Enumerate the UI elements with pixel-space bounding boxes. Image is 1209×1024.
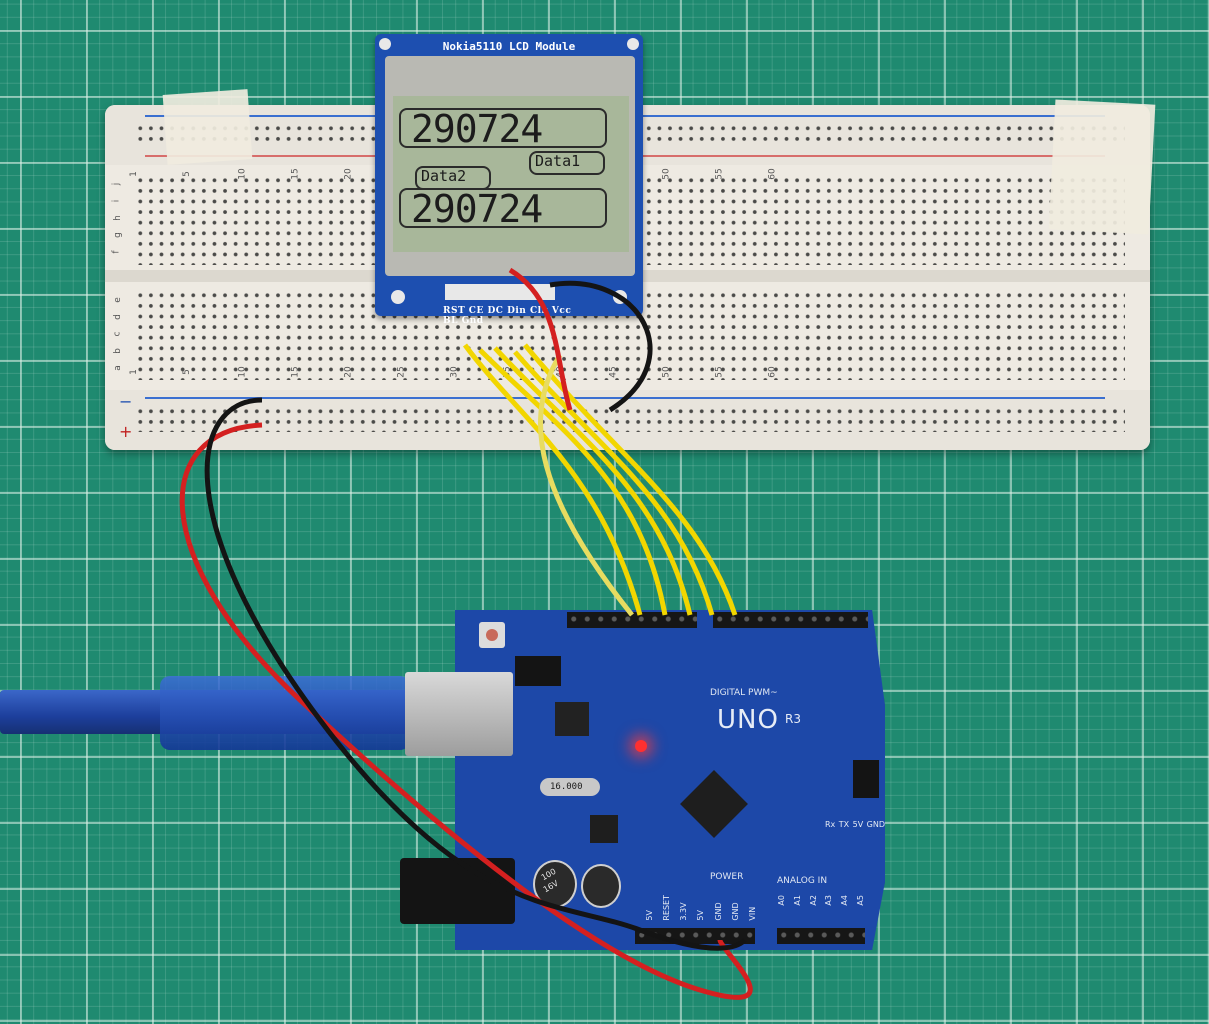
wire-black-gnd [549, 280, 653, 413]
lcd-label-data1: Data1 [535, 152, 581, 170]
regulator-chip [590, 815, 618, 843]
nokia5110-lcd-module: Nokia5110 LCD Module 290724 Data1 Data2 … [375, 34, 643, 326]
wire-yellow-6 [537, 353, 634, 617]
bottom-rail-holes [135, 406, 1125, 432]
icsp-header-main [853, 760, 879, 798]
power-led [635, 740, 647, 752]
lcd-pin-header [445, 284, 555, 300]
wire-yellow-2 [478, 348, 668, 616]
serial-pin-label: Rx [825, 820, 836, 829]
mount-hole-top-right [627, 38, 639, 50]
wire-red-power [179, 422, 753, 1000]
power-section-label: POWER [710, 872, 744, 882]
breadboard-bottom-rail: − + [105, 390, 1150, 450]
serial-pin-label: GND [866, 820, 885, 829]
wire-yellow-1 [462, 343, 643, 616]
lcd-label-data2: Data2 [421, 167, 467, 185]
lcd-label-box-1 [529, 151, 605, 175]
wire-yellow-5 [523, 343, 738, 616]
analog-section-label: ANALOG IN [777, 876, 828, 886]
mount-hole-top-left [379, 38, 391, 50]
digital-header-high [567, 612, 697, 628]
wire-yellow-3 [493, 346, 693, 616]
wire-black-ground [204, 397, 747, 951]
lcd-line1-value: 290724 [411, 107, 543, 151]
lcd-line2-value: 290724 [411, 187, 543, 231]
wire-yellow-4 [513, 350, 715, 616]
digital-section-label: DIGITAL PWM~ [710, 688, 778, 698]
usb-chip [555, 702, 589, 736]
reset-button-cap [486, 629, 498, 641]
serial-pin-label: TX [838, 820, 850, 829]
board-revision: R3 [785, 712, 801, 726]
crystal-label: 16.000 [550, 782, 583, 792]
serial-pin-label: 5V [852, 820, 864, 829]
board-name: UNO [717, 705, 779, 735]
lcd-value-box-2 [399, 188, 607, 228]
lcd-module-title: Nokia5110 LCD Module [442, 40, 576, 53]
analog-header [777, 928, 865, 944]
lcd-pin-labels: RST CE DC Din Clk Vcc BL Gnd [443, 306, 572, 326]
lcd-screen: 290724 Data1 Data2 290724 [393, 96, 629, 252]
wire-red-vcc [508, 267, 573, 411]
rail-plus-sign: + [119, 422, 133, 441]
icsp-header-usb [515, 656, 561, 686]
capacitor-2 [581, 864, 621, 908]
digital-header-low [713, 612, 868, 628]
crystal-oscillator [540, 778, 600, 796]
mount-hole-bottom-left [391, 290, 405, 304]
usb-b-jack [405, 672, 513, 756]
lcd-value-box-1 [399, 108, 607, 148]
reset-button[interactable] [479, 622, 505, 648]
rail-minus-sign: − [119, 392, 133, 411]
lcd-bezel: 290724 Data1 Data2 290724 [385, 56, 635, 276]
